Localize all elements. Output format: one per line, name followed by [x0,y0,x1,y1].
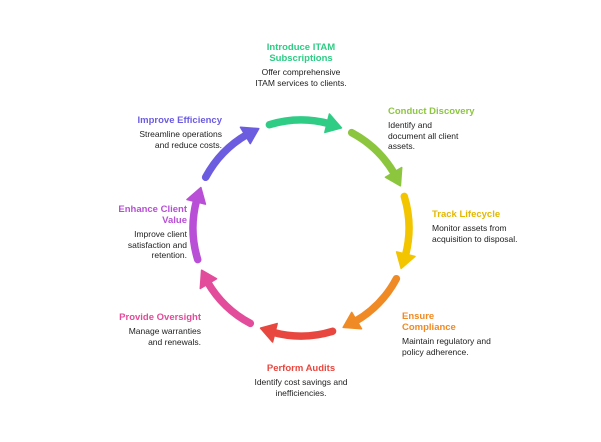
step-description: Maintain regulatory and policy adherence… [402,336,491,357]
step-enhance-client-value: Enhance Client Value Improve client sati… [100,204,187,261]
arrow-body [189,196,202,264]
arrow-body [400,192,413,260]
arrow-body [201,130,251,182]
cycle-arrow-audits [259,322,337,343]
arrow-head [186,186,207,205]
step-description: Manage warranties and renewals. [128,326,201,347]
arrow-head [239,126,260,145]
step-perform-audits: Perform Audits Identify cost savings and… [254,363,348,398]
step-track-lifecycle: Track Lifecycle Monitor assets from acqu… [432,209,522,244]
step-title: Introduce ITAM Subscriptions [266,42,336,64]
step-ensure-compliance: Ensure Compliance Maintain regulatory an… [402,311,492,357]
step-description: Identify and document all client assets. [388,120,459,151]
step-title: Track Lifecycle [432,209,501,220]
step-title: Ensure Compliance [402,311,456,333]
step-description: Improve client satisfaction and retentio… [127,229,187,260]
arrow-head [384,166,403,187]
cycle-arrow-efficiency [201,126,260,182]
step-description: Identify cost savings and inefficiencies… [254,377,348,398]
step-description: Streamline operations and reduce costs. [139,129,222,150]
arrow-body [265,116,333,129]
arrow-head [324,113,343,134]
step-title: Provide Oversight [119,312,201,323]
step-description: Offer comprehensive ITAM services to cli… [255,67,347,88]
arrow-body [347,128,399,178]
arrow-head [199,269,218,290]
step-conduct-discovery: Conduct Discovery Identify and document … [388,106,488,152]
step-improve-efficiency: Improve Efficiency Streamline operations… [125,115,222,150]
cycle-arrow-introduce [265,113,343,134]
step-title: Conduct Discovery [388,106,475,117]
arrow-body [351,274,401,326]
step-provide-oversight: Provide Oversight Manage warranties and … [104,312,201,347]
cycle-arrow-lifecycle [395,192,416,270]
step-introduce-itam: Introduce ITAM Subscriptions Offer compr… [254,42,348,88]
step-title: Perform Audits [266,363,336,374]
arrow-head [342,311,363,330]
arrow-head [395,251,416,270]
cycle-arrow-oversight [199,269,255,328]
step-title: Enhance Client Value [118,204,187,226]
step-description: Monitor assets from acquisition to dispo… [432,223,518,244]
arrow-body [269,327,337,340]
cycle-arrow-value [186,186,207,264]
cycle-arrow-discovery [347,128,403,187]
step-title: Improve Efficiency [137,115,222,126]
arrow-head [259,322,278,343]
arrow-body [203,278,255,328]
cycle-arrow-compliance [342,274,401,330]
